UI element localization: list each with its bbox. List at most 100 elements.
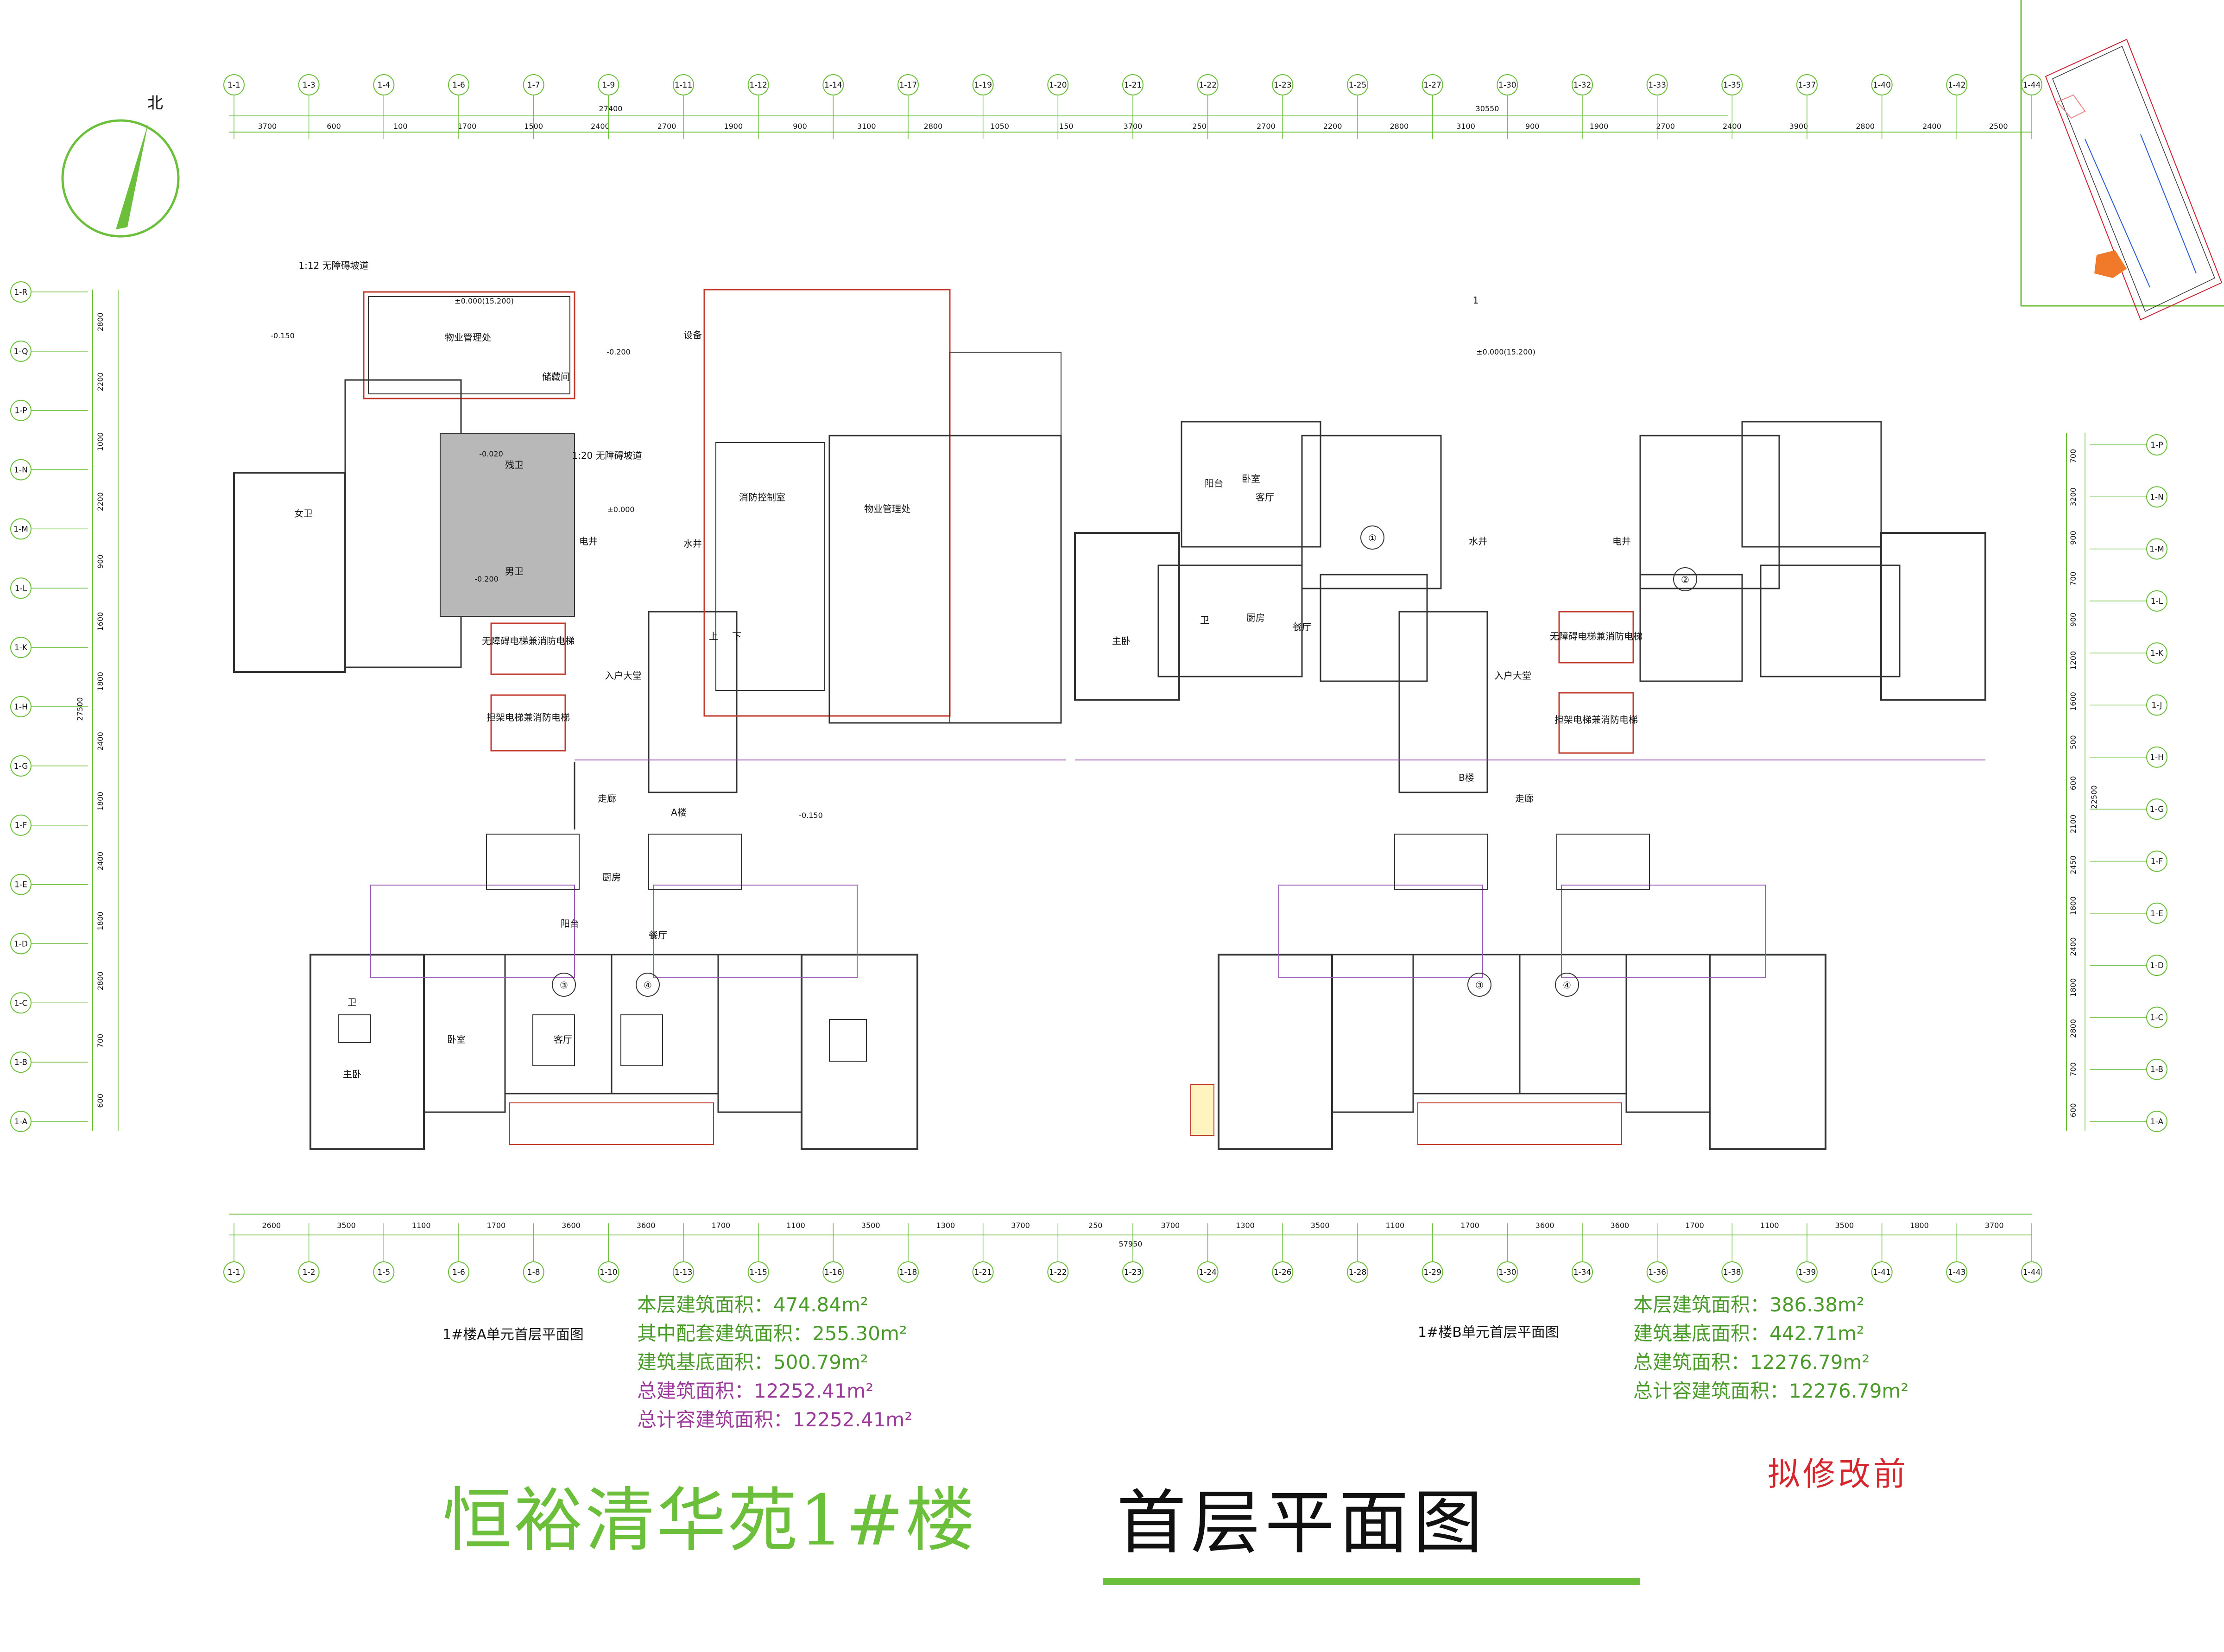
dimension-value: 1700 bbox=[1685, 1221, 1704, 1230]
dimension-value: 3100 bbox=[857, 122, 876, 131]
grid-label: 1-22 bbox=[1199, 81, 1217, 90]
dimension-value: 1700 bbox=[458, 122, 477, 131]
grid-bubble bbox=[2146, 850, 2167, 872]
dimension-value: 3600 bbox=[1610, 1221, 1629, 1230]
grid-label: 1-M bbox=[2149, 545, 2164, 554]
grid-bubble bbox=[1497, 1261, 1518, 1283]
grid-bubble bbox=[10, 637, 32, 658]
grid-label: 1-44 bbox=[2023, 81, 2041, 90]
grid-label: 1-6 bbox=[452, 81, 465, 90]
grid-bubble bbox=[2146, 642, 2167, 664]
grid-label: 1-43 bbox=[1948, 1268, 1966, 1277]
room-label: ④ bbox=[1563, 980, 1571, 991]
room-labels: 物业管理处残卫男卫女卫消防控制室物业管理处电井水井无障碍电梯兼消防电梯担架电梯兼… bbox=[294, 260, 1689, 1080]
grid-label: 1-13 bbox=[675, 1268, 693, 1277]
dimension-value: 250 bbox=[1192, 122, 1207, 131]
area-stat-value: 255.30m² bbox=[812, 1322, 907, 1345]
grid-label: 1-28 bbox=[1349, 1268, 1367, 1277]
grid-label: 1-D bbox=[14, 939, 28, 949]
grid-label: 1-B bbox=[14, 1058, 27, 1067]
grid-bubble bbox=[2146, 1006, 2167, 1028]
dimension-value: 3700 bbox=[1011, 1221, 1030, 1230]
room-label: 客厅 bbox=[554, 1034, 572, 1045]
grid-label: 1-41 bbox=[1873, 1268, 1891, 1277]
dimension-value: 2800 bbox=[96, 971, 105, 990]
elevation-mark: ±0.000 bbox=[607, 505, 634, 514]
grid-bubble bbox=[747, 74, 769, 95]
grid-bubble bbox=[223, 1261, 245, 1283]
grid-label: 1-L bbox=[2151, 597, 2163, 606]
dimension-value: 2100 bbox=[2069, 815, 2078, 834]
dimension-value: 700 bbox=[2069, 449, 2078, 463]
dimension-value: 250 bbox=[1088, 1221, 1103, 1230]
grid-bubble bbox=[10, 518, 32, 540]
grid-label: 1-42 bbox=[1948, 81, 1966, 90]
dimension-value: 1700 bbox=[711, 1221, 730, 1230]
grid-bubble bbox=[1047, 74, 1069, 95]
room-label: B楼 bbox=[1459, 772, 1474, 783]
grid-bubble bbox=[2146, 902, 2167, 924]
room-label: 物业管理处 bbox=[445, 332, 491, 343]
grid-bubble bbox=[1197, 1261, 1219, 1283]
grid-label: 1-N bbox=[14, 466, 28, 475]
dimension-value: 900 bbox=[2069, 613, 2078, 627]
revision-stamp: 拟修改前 bbox=[1768, 1455, 1908, 1493]
grid-bubble bbox=[673, 74, 694, 95]
dimension-value: 1700 bbox=[1460, 1221, 1479, 1230]
grid-bubble bbox=[1796, 1261, 1818, 1283]
area-stat-row: 总建筑面积：12252.41m² bbox=[637, 1377, 912, 1405]
grid-bubble bbox=[10, 1111, 32, 1132]
dimension-value: 3200 bbox=[2069, 487, 2078, 506]
grid-label: 1-H bbox=[14, 703, 28, 712]
room-label: 女卫 bbox=[294, 508, 313, 519]
area-stat-value: 386.38m² bbox=[1769, 1293, 1864, 1316]
grid-bubble bbox=[448, 1261, 469, 1283]
room-label: 客厅 bbox=[1256, 492, 1274, 503]
grid-bubble bbox=[1347, 74, 1368, 95]
grid-label: 1-30 bbox=[1498, 81, 1516, 90]
dimension-value: 2800 bbox=[96, 312, 105, 331]
grid-label: 1-33 bbox=[1648, 81, 1666, 90]
annotation-label: 设备 bbox=[683, 329, 702, 341]
dimension-value: 2400 bbox=[96, 732, 105, 751]
area-stat-row: 总计容建筑面积：12276.79m² bbox=[1633, 1377, 1908, 1405]
grid-bubble bbox=[298, 74, 320, 95]
dimension-value: 3500 bbox=[1835, 1221, 1854, 1230]
area-stat-label: 本层建筑面积： bbox=[637, 1293, 774, 1316]
dimension-value: 900 bbox=[2069, 531, 2078, 545]
grid-bubble bbox=[1197, 74, 1219, 95]
dimension-value: 2700 bbox=[657, 122, 676, 131]
dimension-value: 700 bbox=[2069, 1062, 2078, 1076]
grid-label: 1-25 bbox=[1349, 81, 1367, 90]
dimension-value: 1300 bbox=[936, 1221, 955, 1230]
grid-label: 1-A bbox=[14, 1117, 28, 1127]
annotation-label: 1:12 无障碍坡道 bbox=[298, 260, 368, 271]
grid-label: 1-6 bbox=[452, 1268, 465, 1277]
dimension-value: 3700 bbox=[1161, 1221, 1180, 1230]
dimension-value: 600 bbox=[96, 1094, 105, 1108]
grid-bubble bbox=[448, 74, 469, 95]
grid-bubble bbox=[10, 1051, 32, 1073]
room-label: 走廊 bbox=[598, 793, 616, 804]
grid-bubble bbox=[373, 74, 395, 95]
title-underline bbox=[1103, 1578, 1640, 1585]
grid-label: 1-15 bbox=[749, 1268, 767, 1277]
grid-label: 1-21 bbox=[974, 1268, 992, 1277]
dimension-value: 1100 bbox=[412, 1221, 431, 1230]
room-label: ③ bbox=[1475, 980, 1484, 991]
grid-bubble bbox=[10, 399, 32, 421]
area-stat-label: 总计容建筑面积： bbox=[637, 1408, 793, 1431]
room-label: 入户大堂 bbox=[605, 670, 642, 681]
grid-label: 1-21 bbox=[1124, 81, 1142, 90]
area-stat-row: 建筑基底面积：442.71m² bbox=[1633, 1319, 1908, 1348]
dimension-total: 57950 bbox=[1119, 1240, 1143, 1248]
area-stat-row: 其中配套建筑面积：255.30m² bbox=[637, 1319, 912, 1348]
room-label: 水井 bbox=[1469, 536, 1487, 547]
room-label: 卧室 bbox=[1242, 473, 1260, 484]
grid-bubble bbox=[1946, 74, 1968, 95]
grid-bubble bbox=[1946, 1261, 1968, 1283]
dimension-value: 1800 bbox=[96, 672, 105, 691]
area-stat-label: 总建筑面积： bbox=[637, 1380, 754, 1402]
grid-label: 1-10 bbox=[600, 1268, 618, 1277]
